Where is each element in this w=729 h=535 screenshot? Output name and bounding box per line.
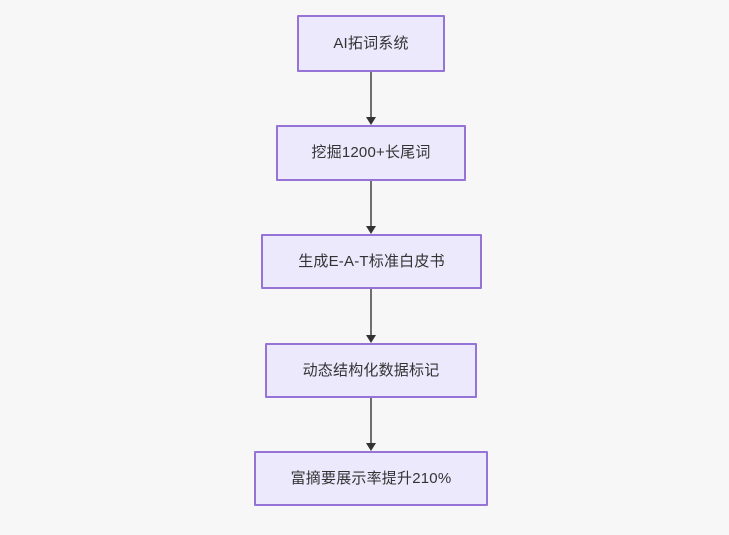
arrow-down-icon-3 bbox=[366, 335, 376, 343]
flowchart-edge-1-2 bbox=[370, 72, 372, 117]
flowchart-node-5[interactable]: 富摘要展示率提升210% bbox=[254, 451, 488, 506]
flowchart-node-3[interactable]: 生成E-A-T标准白皮书 bbox=[261, 234, 482, 289]
flowchart-node-2-label: 挖掘1200+长尾词 bbox=[311, 144, 431, 161]
flowchart-node-3-label: 生成E-A-T标准白皮书 bbox=[298, 252, 445, 270]
flowchart-edge-3-4 bbox=[370, 289, 372, 335]
flowchart-node-4-label: 动态结构化数据标记 bbox=[302, 361, 440, 379]
flowchart-node-4[interactable]: 动态结构化数据标记 bbox=[265, 343, 477, 398]
arrow-down-icon-4 bbox=[366, 443, 376, 451]
arrow-down-icon-2 bbox=[366, 226, 376, 234]
arrow-down-icon-1 bbox=[366, 117, 376, 125]
flowchart-node-1-label: AI拓词系统 bbox=[333, 34, 409, 52]
flowchart-edge-2-3 bbox=[370, 181, 372, 226]
flowchart-edge-4-5 bbox=[370, 398, 372, 443]
flowchart-node-5-label: 富摘要展示率提升210% bbox=[290, 469, 452, 487]
flowchart-node-2[interactable]: 挖掘1200+长尾词 bbox=[276, 125, 466, 181]
flowchart-node-1[interactable]: AI拓词系统 bbox=[297, 15, 445, 72]
